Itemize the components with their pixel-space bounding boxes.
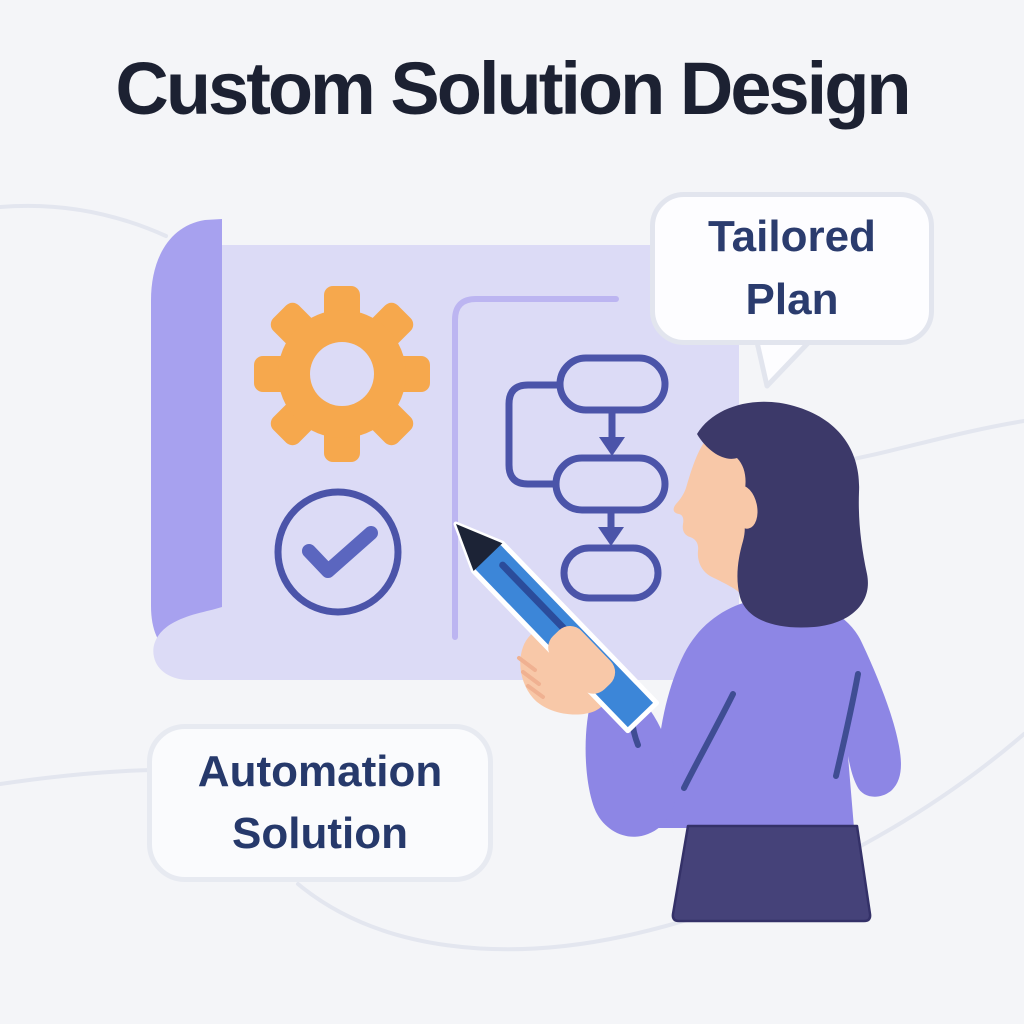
knuckle-line xyxy=(521,670,541,686)
pencil-tip xyxy=(456,524,503,571)
speech-bubble-line-1: Tailored xyxy=(708,212,876,262)
knuckle-line xyxy=(526,684,545,699)
speech-bubble-tail xyxy=(754,339,812,389)
pencil-icon xyxy=(453,521,660,734)
fold-line-underarm xyxy=(681,691,736,791)
woman-character xyxy=(453,401,901,923)
check-mark xyxy=(302,526,378,578)
skirt xyxy=(671,824,872,923)
speech-bubble-line-2: Plan xyxy=(745,274,839,324)
forearm xyxy=(585,691,677,837)
ear xyxy=(730,485,758,529)
wave-line-left xyxy=(0,768,154,786)
check-circle-icon xyxy=(274,488,402,616)
fold-line-back xyxy=(833,671,861,779)
check-circle xyxy=(274,488,402,616)
flowchart-node-3 xyxy=(560,544,662,602)
automation-solution-label: Automation Solution xyxy=(147,724,493,882)
speech-bubble: Tailored Plan xyxy=(650,192,934,345)
flowchart-arrow-2-head xyxy=(598,527,624,546)
knuckle-line xyxy=(517,656,537,672)
gear-icon xyxy=(254,286,430,462)
document-spine xyxy=(151,219,222,660)
gripping-fingers xyxy=(548,625,616,694)
label-box-line-1: Automation xyxy=(197,746,443,796)
knuckle-lines xyxy=(517,656,545,699)
hair xyxy=(697,401,868,628)
flowchart-icon xyxy=(505,354,669,602)
label-box-line-2: Solution xyxy=(232,809,408,858)
wave-line-bottom xyxy=(296,732,1024,952)
blueprint-document xyxy=(151,219,739,680)
section-divider-line xyxy=(452,296,619,640)
page-title: Custom Solution Design xyxy=(115,47,911,130)
flowchart-side-connector xyxy=(505,381,564,488)
face xyxy=(673,432,755,594)
wave-line-top-left xyxy=(0,203,168,238)
wave-line-right xyxy=(824,419,1024,466)
flowchart-arrow-1-head xyxy=(599,437,625,456)
gear-hole xyxy=(310,342,374,406)
